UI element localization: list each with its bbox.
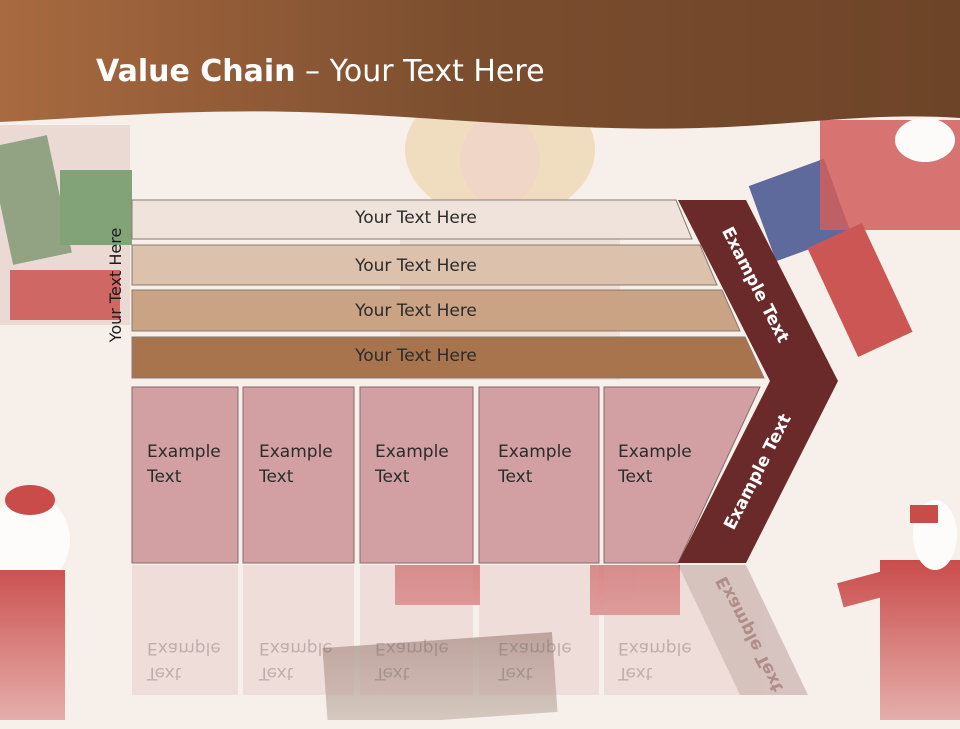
box-3-label: Example Text [375, 440, 475, 490]
box-3 [359, 386, 474, 564]
box-5-line2: Text [618, 467, 653, 487]
box-4 [478, 386, 600, 564]
bar-3-label: Your Text Here [355, 301, 477, 321]
bar-4-label: Your Text Here [355, 346, 477, 366]
box-1 [131, 386, 239, 564]
bar-1-label: Your Text Here [355, 208, 477, 228]
bar-4 [131, 336, 765, 379]
reflection [132, 565, 808, 695]
box-2-label: Example Text [259, 440, 359, 490]
header-band [0, 0, 960, 129]
box-2 [242, 386, 355, 564]
bar-3 [131, 289, 741, 332]
title-bold: Value Chain [96, 54, 296, 89]
box-4-line1: Example [498, 442, 572, 462]
box-4-line2: Text [498, 467, 533, 487]
box-5-line1: Example [618, 442, 692, 462]
box-1-line1: Example [147, 442, 221, 462]
box-4-label: Example Text [498, 440, 598, 490]
bar-1 [131, 199, 693, 240]
santa-figure-left-top [0, 125, 132, 325]
box-2-line2: Text [259, 467, 294, 487]
chevron-arrow [678, 200, 838, 563]
bar-2 [131, 244, 718, 286]
box-3-line1: Example [375, 442, 449, 462]
box-3-line2: Text [375, 467, 410, 487]
bar-2-label: Your Text Here [355, 256, 477, 276]
box-2-line1: Example [259, 442, 333, 462]
box-1-line2: Text [147, 467, 182, 487]
title-rest: – Your Text Here [295, 54, 545, 89]
santa-figure-right-top [748, 118, 960, 358]
box-1-label: Example Text [147, 440, 247, 490]
box-5-label: Example Text [618, 440, 718, 490]
page-title: Value Chain – Your Text Here [96, 54, 545, 89]
